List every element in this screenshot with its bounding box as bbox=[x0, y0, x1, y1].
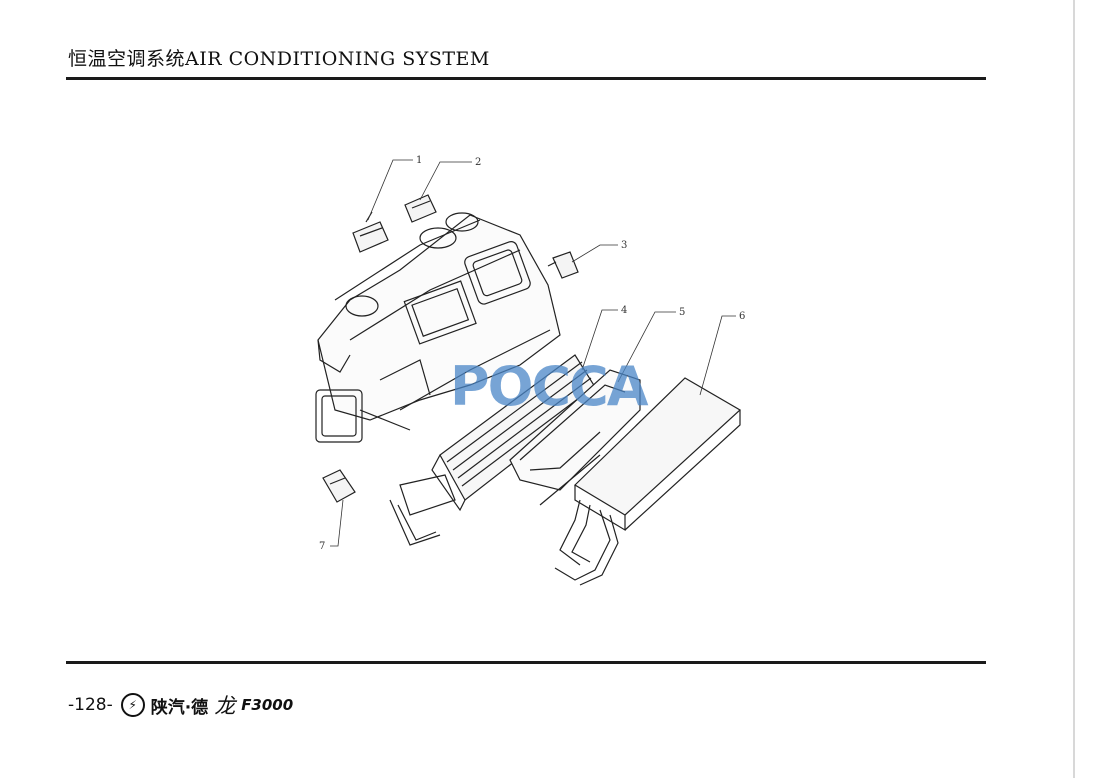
page-number: -128- bbox=[68, 695, 113, 715]
callout-6: 6 bbox=[739, 311, 745, 322]
brand-name: 陕汽·德 bbox=[150, 697, 209, 718]
part-2-actuator bbox=[404, 194, 437, 223]
callout-4: 4 bbox=[621, 305, 627, 316]
part-7-sensor bbox=[322, 469, 356, 503]
scan-edge bbox=[1073, 0, 1075, 778]
callout-5: 5 bbox=[679, 307, 685, 318]
callout-1: 1 bbox=[416, 155, 422, 166]
model-name: F3000 bbox=[241, 696, 294, 714]
footer: -128- ⚡ 陕汽·德 龙 F3000 bbox=[68, 690, 293, 720]
part-5-frame bbox=[509, 369, 641, 506]
watermark: POCCA bbox=[450, 355, 649, 418]
hvac-housing bbox=[315, 212, 561, 443]
page-title: 恒温空调系统AIR CONDITIONING SYSTEM bbox=[68, 48, 490, 70]
part-4-evaporator bbox=[389, 354, 601, 546]
footer-rule bbox=[66, 661, 986, 664]
callout-3: 3 bbox=[621, 240, 627, 251]
part-3-actuator bbox=[547, 251, 579, 279]
callout-7: 7 bbox=[319, 541, 325, 552]
part-1-actuator bbox=[352, 211, 389, 253]
callout-2: 2 bbox=[475, 157, 481, 168]
brand-logo-icon: ⚡ bbox=[120, 693, 145, 717]
series-name: 龙 bbox=[214, 694, 236, 718]
header-rule bbox=[66, 77, 986, 80]
part-6-heater-core bbox=[554, 377, 742, 586]
